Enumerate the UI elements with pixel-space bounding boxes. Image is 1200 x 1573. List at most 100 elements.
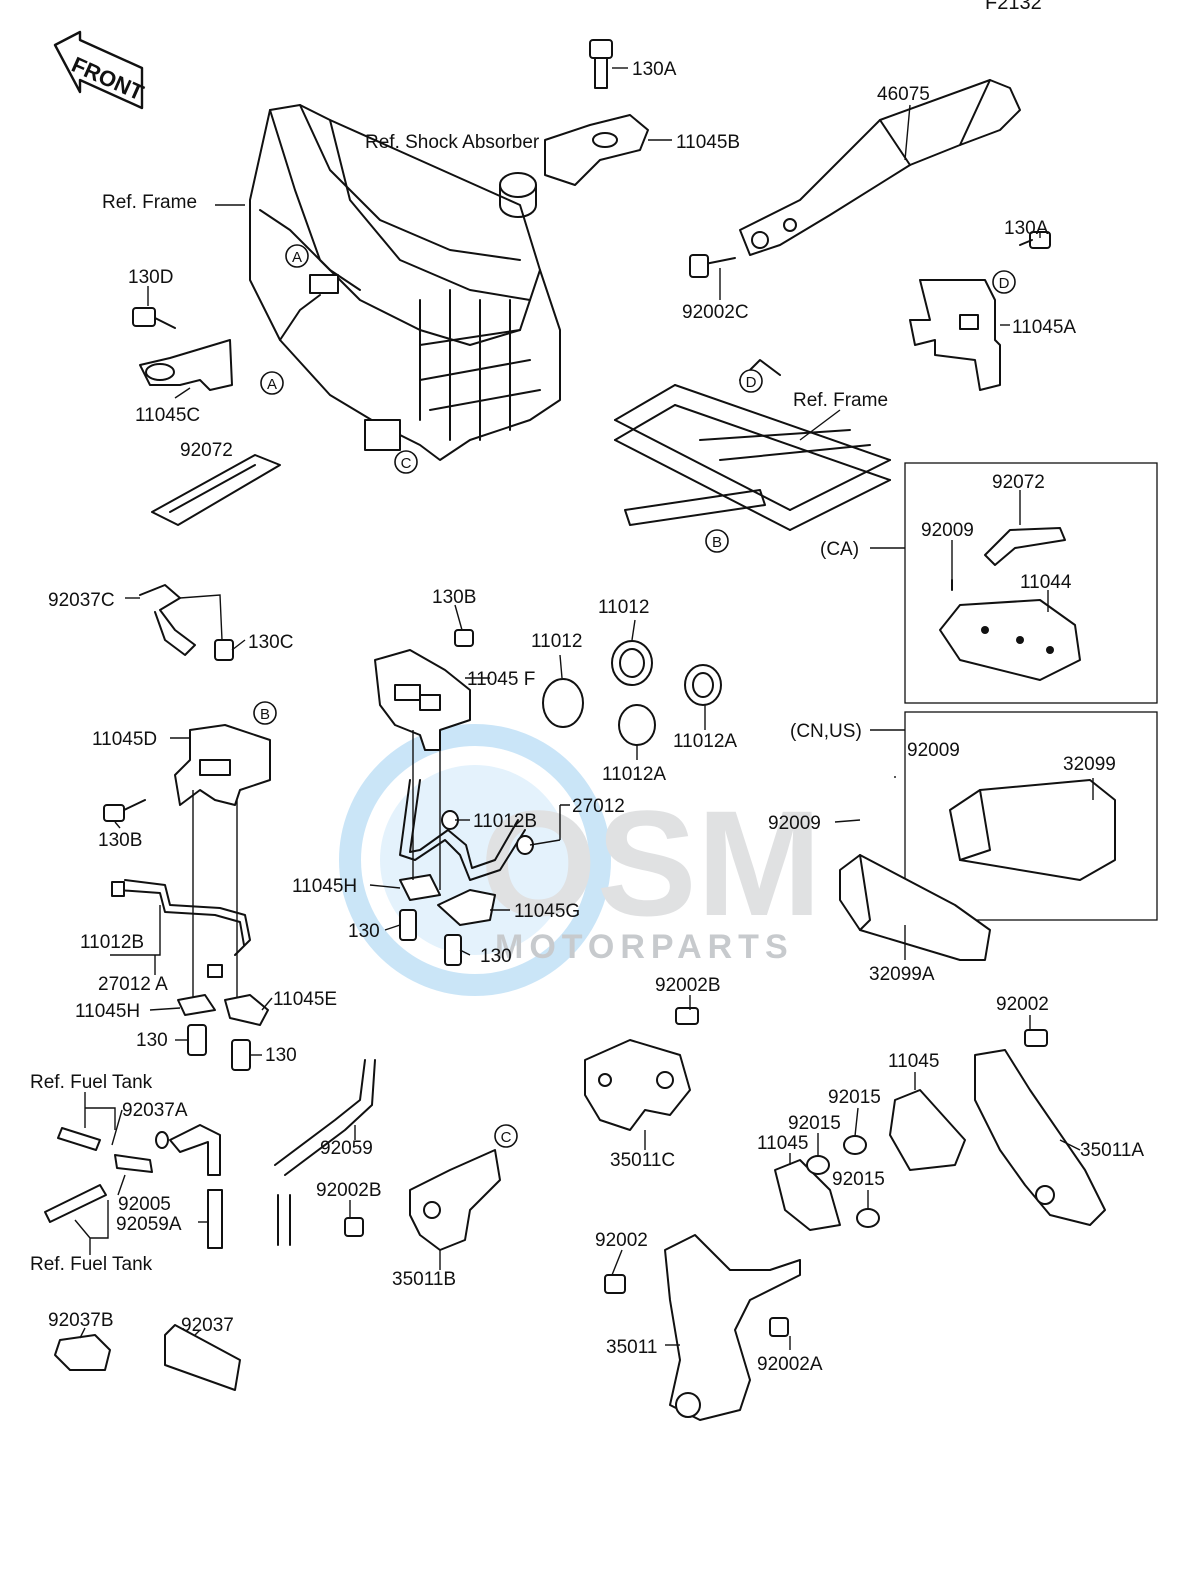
label-92002a: 92002A: [757, 1354, 823, 1375]
label-92015-upper: 92015: [828, 1087, 881, 1108]
box-ca-label: (CA): [820, 539, 859, 560]
label-11045d: 11045D: [92, 729, 157, 750]
label-92037c: 92037C: [48, 590, 115, 611]
label-92072-left: 92072: [180, 440, 233, 461]
clips-bottom-left: [54, 1324, 241, 1391]
watermark-brand: OSM: [480, 779, 822, 947]
watermark: OSM MOTORPARTS: [339, 724, 822, 996]
part-labels: 130A 11045B Ref. Shock Absorber 46075 Re…: [30, 59, 1144, 1375]
label-11012a-center: 11012A: [602, 764, 666, 785]
box-ca: (CA): [820, 462, 1158, 704]
svg-text:D: D: [999, 275, 1010, 292]
wire-27012: [399, 730, 534, 966]
label-ref-frame-right: Ref. Frame: [793, 390, 888, 411]
circle-ref-a1: A: [285, 244, 309, 268]
strap-92072-left: [151, 454, 281, 526]
label-130-center-right: 130: [480, 946, 512, 967]
label-130a-right: 130A: [1004, 218, 1049, 239]
circle-ref-b2: B: [253, 701, 277, 725]
label-ref-shock-absorber: Ref. Shock Absorber: [365, 132, 540, 153]
svg-text:A: A: [292, 249, 302, 266]
circle-ref-c2: C: [494, 1124, 518, 1148]
label-11012b-center: 11012B: [473, 811, 537, 832]
label-32099a: 32099A: [869, 964, 935, 985]
label-92015-mid: 92015: [788, 1113, 841, 1134]
label-35011c: 35011C: [610, 1150, 675, 1171]
label-92002-bottom: 92002: [595, 1230, 648, 1251]
bracket-35011b: [344, 1149, 501, 1251]
leader-lines: [74, 67, 1094, 1350]
label-11045b: 11045B: [676, 132, 740, 153]
label-32099: 32099: [1063, 754, 1116, 775]
label-130-center-left: 130: [348, 921, 380, 942]
label-11045h-left: 11045H: [75, 1001, 140, 1022]
label-92002c: 92002C: [682, 302, 749, 323]
label-92059a: 92059A: [116, 1214, 182, 1235]
label-130c: 130C: [248, 632, 293, 653]
label-11044: 11044: [1020, 572, 1072, 593]
bracket-46075: [689, 79, 1021, 278]
label-92009-mid: 92009: [768, 813, 821, 834]
hose-92059: [274, 1059, 376, 1246]
label-92005: 92005: [118, 1194, 171, 1215]
frame-illustration: [249, 104, 561, 461]
shock-bracket-11045b: [499, 39, 649, 218]
label-11012-right: 11012: [598, 597, 649, 618]
label-11045c: 11045C: [135, 405, 200, 426]
label-92009-cnus: 92009: [907, 740, 960, 761]
label-92072-ca: 92072: [992, 472, 1045, 493]
label-130a-top: 130A: [632, 59, 677, 80]
label-92002-right: 92002: [996, 994, 1049, 1015]
svg-text:B: B: [260, 706, 270, 723]
bracket-11045a: [909, 231, 1051, 391]
grommets-11012: [542, 640, 722, 746]
label-130-left-b: 130: [265, 1045, 297, 1066]
label-ref-frame-top: Ref. Frame: [102, 192, 197, 213]
label-27012a: 27012 A: [98, 974, 168, 995]
label-130-left-a: 130: [136, 1030, 168, 1051]
label-92059: 92059: [320, 1138, 373, 1159]
svg-text:D: D: [746, 374, 757, 391]
bracket-11045f: [374, 629, 474, 751]
footpeg-brackets: [604, 1029, 1106, 1421]
circle-ref-b1: B: [705, 529, 729, 553]
svg-text:C: C: [401, 455, 412, 472]
label-92009-ca: 92009: [921, 520, 974, 541]
fuel-hoses: [44, 1124, 223, 1249]
label-92037a: 92037A: [122, 1100, 188, 1121]
label-92002b-right: 92002B: [655, 975, 721, 996]
circle-ref-a2: A: [260, 371, 284, 395]
clip-92037c: [139, 584, 234, 661]
label-11045h-center: 11045H: [292, 876, 357, 897]
label-35011a: 35011A: [1080, 1140, 1144, 1161]
bracket-35011c: [584, 1007, 699, 1131]
circle-ref-d1: D: [739, 369, 763, 393]
label-11045a: 11045A: [1012, 317, 1076, 338]
bracket-11045c: [132, 307, 233, 391]
svg-text:B: B: [712, 534, 722, 551]
label-35011b: 35011B: [392, 1269, 456, 1290]
label-130b-left: 130B: [98, 830, 142, 851]
label-ref-fuel-tank-top: Ref. Fuel Tank: [30, 1072, 153, 1093]
label-92002b-left: 92002B: [316, 1180, 382, 1201]
svg-text:A: A: [267, 376, 277, 393]
label-92037: 92037: [181, 1315, 234, 1336]
label-11045-upper: 11045: [888, 1051, 939, 1072]
label-11012a-right: 11012A: [673, 731, 737, 752]
label-92037b: 92037B: [48, 1310, 114, 1331]
bracket-11045d: [103, 724, 271, 1000]
label-ref-fuel-tank-bottom: Ref. Fuel Tank: [30, 1254, 153, 1275]
circle-ref-d2: D: [992, 270, 1016, 294]
box-cnus: (CN,US): [790, 711, 1158, 921]
label-11045f: 11045 F: [467, 669, 535, 690]
label-92015-lower: 92015: [832, 1169, 885, 1190]
label-11045e: 11045E: [273, 989, 337, 1010]
label-46075: 46075: [877, 84, 930, 105]
box-cnus-label: (CN,US): [790, 721, 862, 742]
label-27012: 27012: [572, 796, 625, 817]
figure-code: F2132: [985, 0, 1042, 14]
label-130b-center: 130B: [432, 587, 476, 608]
label-11045g: 11045G: [514, 901, 580, 922]
label-130d: 130D: [128, 267, 173, 288]
